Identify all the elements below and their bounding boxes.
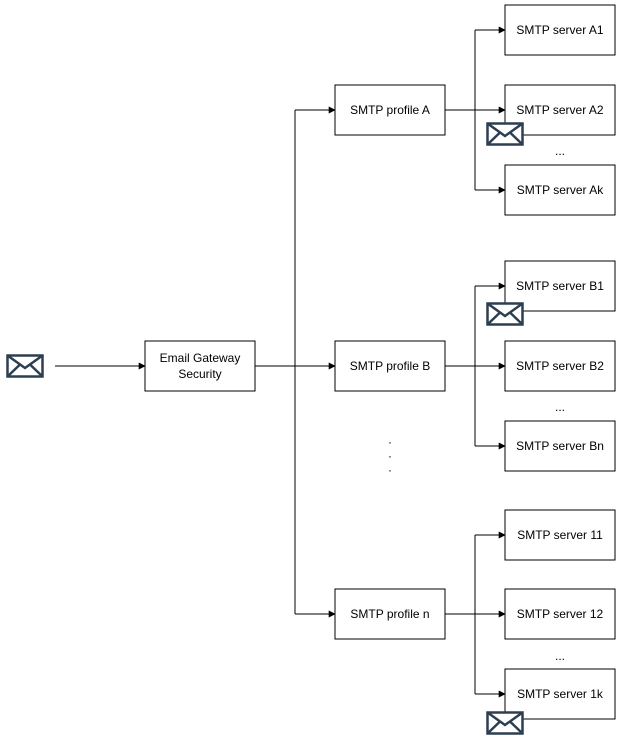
server-box <box>504 340 616 392</box>
server-label: SMTP server B2 <box>516 359 604 373</box>
server-label: SMTP server 1k <box>517 687 604 701</box>
server-box <box>504 4 616 56</box>
envelope-icon <box>6 354 44 378</box>
envelope-icon <box>486 711 524 735</box>
gateway-box <box>144 340 256 392</box>
vertical-dot: · <box>388 435 392 449</box>
profile-node-n[interactable]: SMTP profile n <box>334 588 446 640</box>
server-node-a1[interactable]: SMTP server A1 <box>504 4 616 56</box>
server-label: SMTP server 11 <box>517 528 603 542</box>
connectors <box>55 26 506 698</box>
profile-node-b[interactable]: SMTP profile B <box>334 340 446 392</box>
server-box <box>504 84 616 136</box>
gateway-node[interactable]: Email Gateway Security <box>144 340 256 392</box>
server-box <box>504 509 616 561</box>
server-node-1k[interactable]: SMTP server 1k <box>504 668 616 720</box>
server-node-12[interactable]: SMTP server 12 <box>504 588 616 640</box>
server-box <box>504 588 616 640</box>
profile-box <box>334 340 446 392</box>
profile-node-a[interactable]: SMTP profile A <box>334 84 446 136</box>
vertical-dot: · <box>388 463 392 477</box>
server-node-ak[interactable]: SMTP server Ak <box>504 164 616 216</box>
ellipsis-profile-b: ... <box>555 400 565 414</box>
envelope-icon <box>486 122 524 146</box>
server-label: SMTP server Bn <box>516 439 604 453</box>
gateway-label-line2: Security <box>178 367 221 381</box>
server-label: SMTP server A2 <box>516 103 603 117</box>
profile-label: SMTP profile B <box>350 359 430 373</box>
server-label: SMTP server Ak <box>517 183 604 197</box>
gateway-label-line1: Email Gateway <box>160 351 241 365</box>
vertical-ellipsis: · · · <box>388 435 392 477</box>
ellipsis-profile-n: ... <box>555 649 565 663</box>
vertical-dot: · <box>388 449 392 463</box>
server-label: SMTP server 12 <box>517 607 604 621</box>
server-box <box>504 164 616 216</box>
profile-box <box>334 84 446 136</box>
ellipsis-profile-a: ... <box>555 144 565 158</box>
server-node-a2[interactable]: SMTP server A2 <box>504 84 616 136</box>
envelope-icon <box>486 302 524 326</box>
server-node-b2[interactable]: SMTP server B2 <box>504 340 616 392</box>
server-node-bn[interactable]: SMTP server Bn <box>504 420 616 472</box>
profile-label: SMTP profile A <box>350 103 430 117</box>
server-label: SMTP server A1 <box>516 23 603 37</box>
server-box <box>504 420 616 472</box>
profile-label: SMTP profile n <box>350 607 429 621</box>
server-box <box>504 668 616 720</box>
server-label: SMTP server B1 <box>516 279 604 293</box>
server-node-11[interactable]: SMTP server 11 <box>504 509 616 561</box>
profile-box <box>334 588 446 640</box>
